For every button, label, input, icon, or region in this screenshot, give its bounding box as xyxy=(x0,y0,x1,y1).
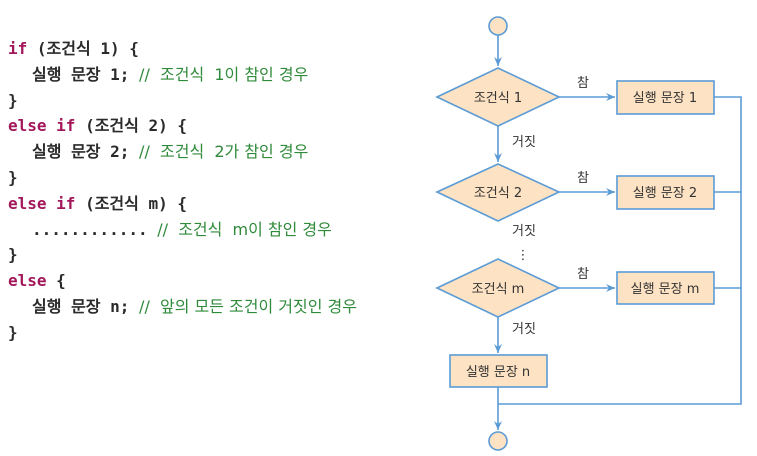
comment: // 조건식 1이 참인 경우 xyxy=(139,64,309,84)
keyword: else if xyxy=(8,116,76,136)
code-line-else: else { xyxy=(8,268,357,294)
code-text: 실행 문장 n; xyxy=(32,296,140,316)
statement-box-1 xyxy=(616,80,715,115)
code-line: } xyxy=(8,88,357,114)
code-text: } xyxy=(8,322,18,342)
code-text: { xyxy=(46,271,66,291)
condition-label: 조건식 m xyxy=(472,282,525,297)
code-text: (조건식 2) { xyxy=(75,116,188,136)
code-line: 실행 문장 1; // 조건식 1이 참인 경우 xyxy=(8,62,357,88)
false-label: 거짓 xyxy=(512,135,536,150)
code-line: } xyxy=(8,242,357,268)
keyword: if xyxy=(8,39,28,58)
code-line: } xyxy=(8,165,357,191)
code-text: 실행 문장 1; xyxy=(32,64,140,84)
decision-1 xyxy=(435,67,561,127)
code-line-else-if: else if (조건식 m) { xyxy=(8,191,357,217)
code-line: ............ // 조건식 m이 참인 경우 xyxy=(8,217,357,243)
keyword: else if xyxy=(8,193,76,213)
decision-m xyxy=(435,258,561,318)
keyword: else xyxy=(8,271,47,291)
code-line: 실행 문장 n; // 앞의 모든 조건이 거짓인 경우 xyxy=(8,294,357,320)
statement-label: 실행 문장 m xyxy=(631,281,700,297)
comment: // 조건식 2가 참인 경우 xyxy=(139,142,309,162)
code-line: } xyxy=(8,320,357,346)
ellipsis: ⋮ xyxy=(517,248,530,263)
code-text: (조건식 1) { xyxy=(27,39,139,58)
true-label: 참 xyxy=(577,267,589,282)
statement-label: 실행 문장 n xyxy=(466,364,530,380)
code-text: } xyxy=(8,245,18,265)
code-text: } xyxy=(8,90,18,110)
code-text: 실행 문장 2; xyxy=(32,142,140,162)
statement-box-n xyxy=(449,354,548,388)
code-line-if: if (조건식 1) { xyxy=(8,36,357,62)
code-text: (조건식 m) { xyxy=(75,193,188,213)
true-label: 참 xyxy=(577,76,589,91)
statement-label: 실행 문장 1 xyxy=(633,90,697,106)
false-label: 거짓 xyxy=(512,322,536,337)
statement-label: 실행 문장 2 xyxy=(633,185,697,201)
statement-box-2 xyxy=(616,175,715,210)
code-line-else-if: else if (조건식 2) { xyxy=(8,113,357,139)
condition-label: 조건식 2 xyxy=(474,186,522,201)
merge-line xyxy=(498,96,742,405)
comment: // 조건식 m이 참인 경우 xyxy=(157,219,332,239)
code-line: 실행 문장 2; // 조건식 2가 참인 경우 xyxy=(8,139,357,165)
code-text: } xyxy=(8,167,18,187)
statement-box-m xyxy=(616,271,715,305)
code-text: ............ xyxy=(32,219,158,239)
end-node xyxy=(488,431,508,451)
comment: // 앞의 모든 조건이 거짓인 경우 xyxy=(139,296,357,316)
false-label: 거짓 xyxy=(512,224,536,239)
true-label: 참 xyxy=(577,171,589,186)
decision-2 xyxy=(435,163,561,222)
start-node xyxy=(488,16,508,36)
condition-label: 조건식 1 xyxy=(474,91,522,106)
code-block: if (조건식 1) { 실행 문장 1; // 조건식 1이 참인 경우 } … xyxy=(8,36,357,346)
